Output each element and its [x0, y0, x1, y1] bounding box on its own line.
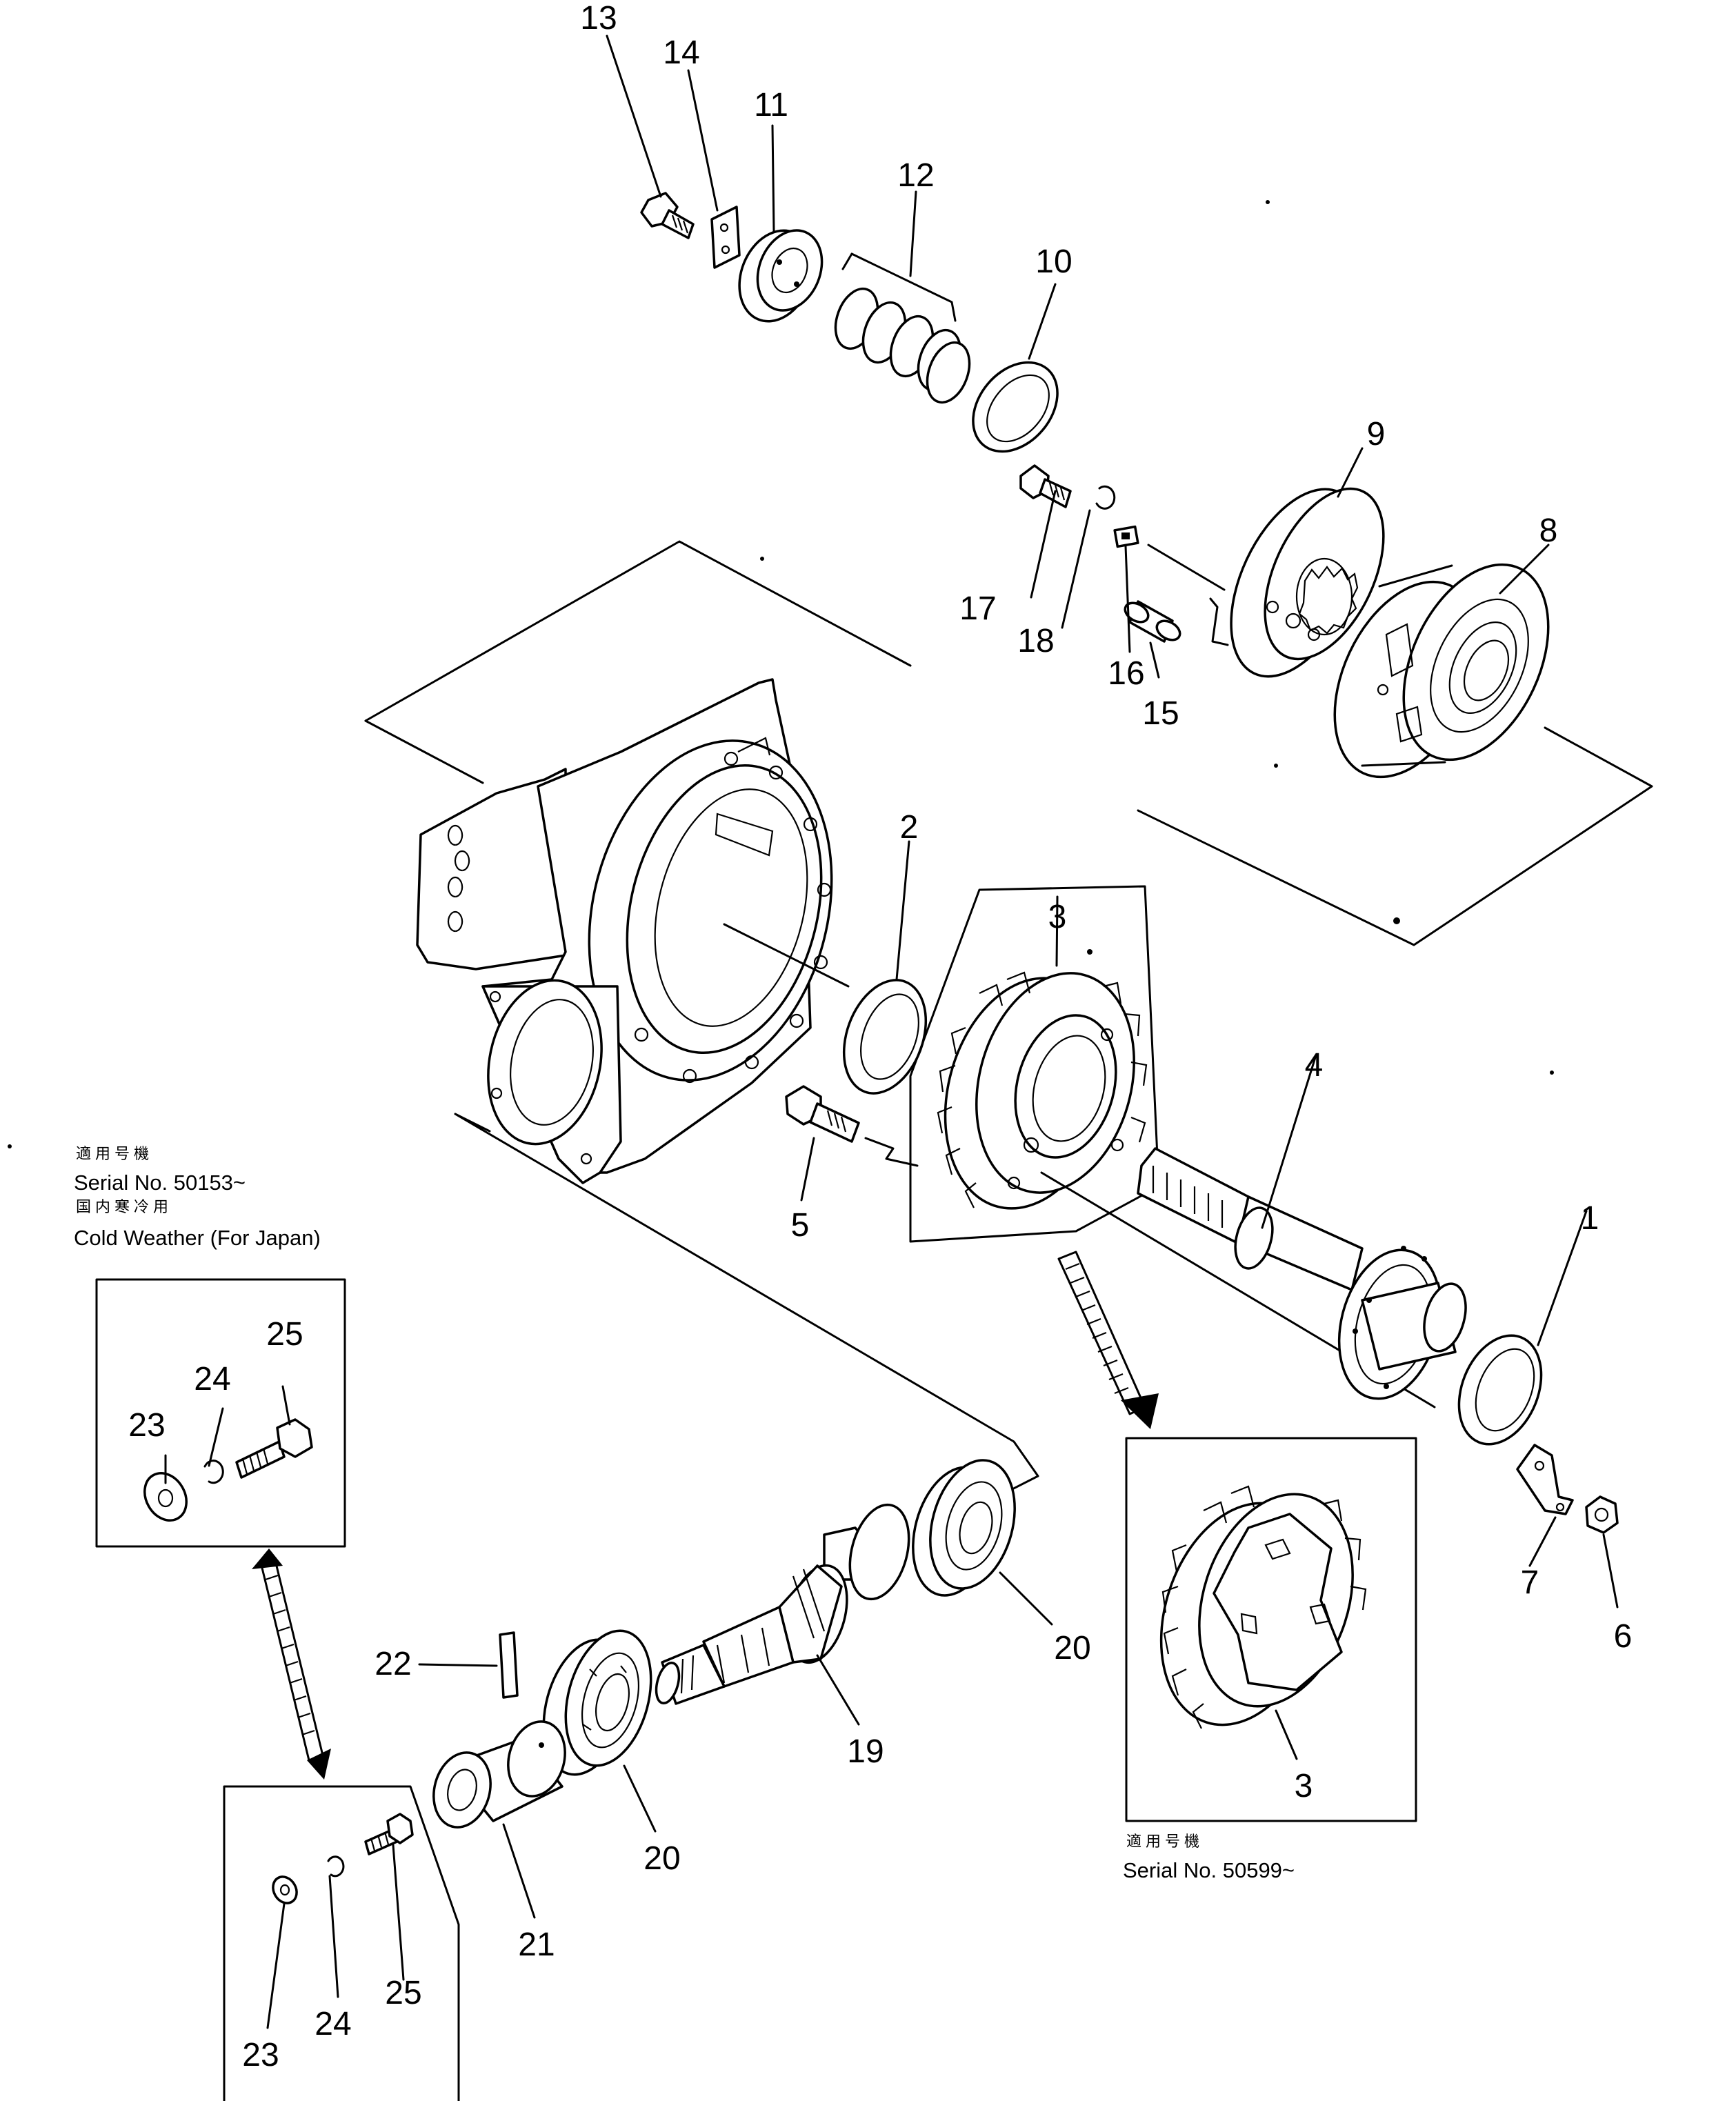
zigzag-5: [864, 1137, 919, 1167]
callout-14: 14: [663, 34, 699, 71]
callout-12: 12: [897, 157, 934, 194]
washer-18: [1095, 485, 1116, 510]
cover-11: [738, 229, 824, 323]
callout-6: 6: [1614, 1618, 1633, 1655]
double-arrow-left: [252, 1549, 331, 1780]
shaft-4: [1137, 1147, 1467, 1400]
callout-8: 8: [1539, 512, 1558, 549]
note-right-serial: Serial No. 50599~: [1123, 1858, 1295, 1882]
note-right-jp-applicable: 適用号機: [1126, 1833, 1204, 1851]
callout-25-upper: 25: [266, 1316, 303, 1353]
leader-9: [1147, 544, 1226, 591]
callout-15: 15: [1142, 695, 1179, 732]
callout-5: 5: [791, 1207, 810, 1244]
callout-3-alt: 3: [1295, 1768, 1313, 1804]
nut-6: [1585, 1495, 1619, 1534]
callout-23-upper: 23: [128, 1407, 165, 1444]
parts-23-24-25-lower: [272, 1813, 414, 1904]
bearing-20-lower: [542, 1629, 652, 1776]
cold-weather-box-upper: [95, 1278, 346, 1548]
arrow-alt-gear: [1057, 1251, 1159, 1429]
note-left-serial: Serial No. 50153~: [74, 1171, 246, 1195]
housing: [416, 678, 833, 1184]
callout-21: 21: [518, 1926, 555, 1963]
callout-17: 17: [959, 590, 996, 627]
seal-10: [972, 361, 1059, 453]
callout-2: 2: [900, 809, 919, 846]
housing-top-bracket: [364, 540, 912, 722]
note-left-jp-applicable: 適用号機: [76, 1146, 153, 1163]
callout-9: 9: [1367, 416, 1386, 452]
housing-lower-bracket: [454, 1113, 1039, 1497]
note-left-cold: Cold Weather (For Japan): [74, 1226, 321, 1250]
note-left-jp-cold: 国内寒冷用: [76, 1199, 172, 1216]
bolt-5: [785, 1085, 860, 1143]
plate-14: [710, 206, 741, 269]
callout-16: 16: [1108, 655, 1144, 692]
callout-10: 10: [1035, 243, 1072, 280]
hub-9: [1230, 487, 1385, 678]
callout-4: 4: [1305, 1047, 1324, 1084]
box-lower: [223, 1785, 460, 2101]
sleeve-21: [432, 1720, 566, 1829]
callout-13: 13: [580, 0, 617, 37]
note-right: 適用号機 Serial No. 50599~: [1123, 1833, 1295, 1882]
callout-11: 11: [754, 87, 788, 123]
bearing-20-upper: [912, 1459, 1016, 1597]
callout-24-upper: 24: [194, 1361, 230, 1397]
leader-lines: [164, 34, 1619, 2029]
axis-housing-2: [723, 923, 850, 988]
callout-25-lower: 25: [385, 1975, 421, 2011]
callout-1: 1: [1581, 1200, 1599, 1237]
pin-15: [1124, 600, 1181, 643]
callout-7: 7: [1521, 1564, 1539, 1601]
alt-gear-3: [1159, 1485, 1367, 1729]
part-16: [1113, 525, 1139, 548]
panel-bracket-8: [1137, 726, 1653, 946]
alt-gear-box: [1125, 1437, 1417, 1822]
parts-23-24-25-upper: [143, 1418, 313, 1522]
seal-1: [1457, 1334, 1543, 1446]
callout-22: 22: [375, 1646, 411, 1682]
note-left: 適用号機 Serial No. 50153~ 国内寒冷用 Cold Weathe…: [74, 1146, 321, 1250]
lockplate-7: [1516, 1444, 1574, 1515]
bolt-13: [640, 192, 695, 239]
zigzag-15: [1209, 597, 1229, 646]
callout-23-lower: 23: [242, 2037, 279, 2073]
carrier-8: [1333, 563, 1550, 779]
callout-3: 3: [1048, 899, 1067, 935]
callout-19: 19: [847, 1733, 884, 1770]
callout-24-lower: 24: [315, 2006, 351, 2042]
callout-18: 18: [1017, 623, 1054, 659]
callout-20-upper: 20: [1054, 1630, 1090, 1666]
bolt-17: [1019, 464, 1072, 508]
gear-3-bracket: [909, 885, 1160, 1243]
gear-3: [937, 949, 1148, 1210]
gearshaft-19: [655, 1503, 910, 1705]
callouts: 13 14 11 12 10 9 8 17 18 16 15 3 2 4 1 5…: [128, 0, 1632, 2073]
callout-20-lower: 20: [643, 1840, 680, 1877]
shims-12: [834, 252, 971, 404]
pin-22: [499, 1631, 519, 1699]
